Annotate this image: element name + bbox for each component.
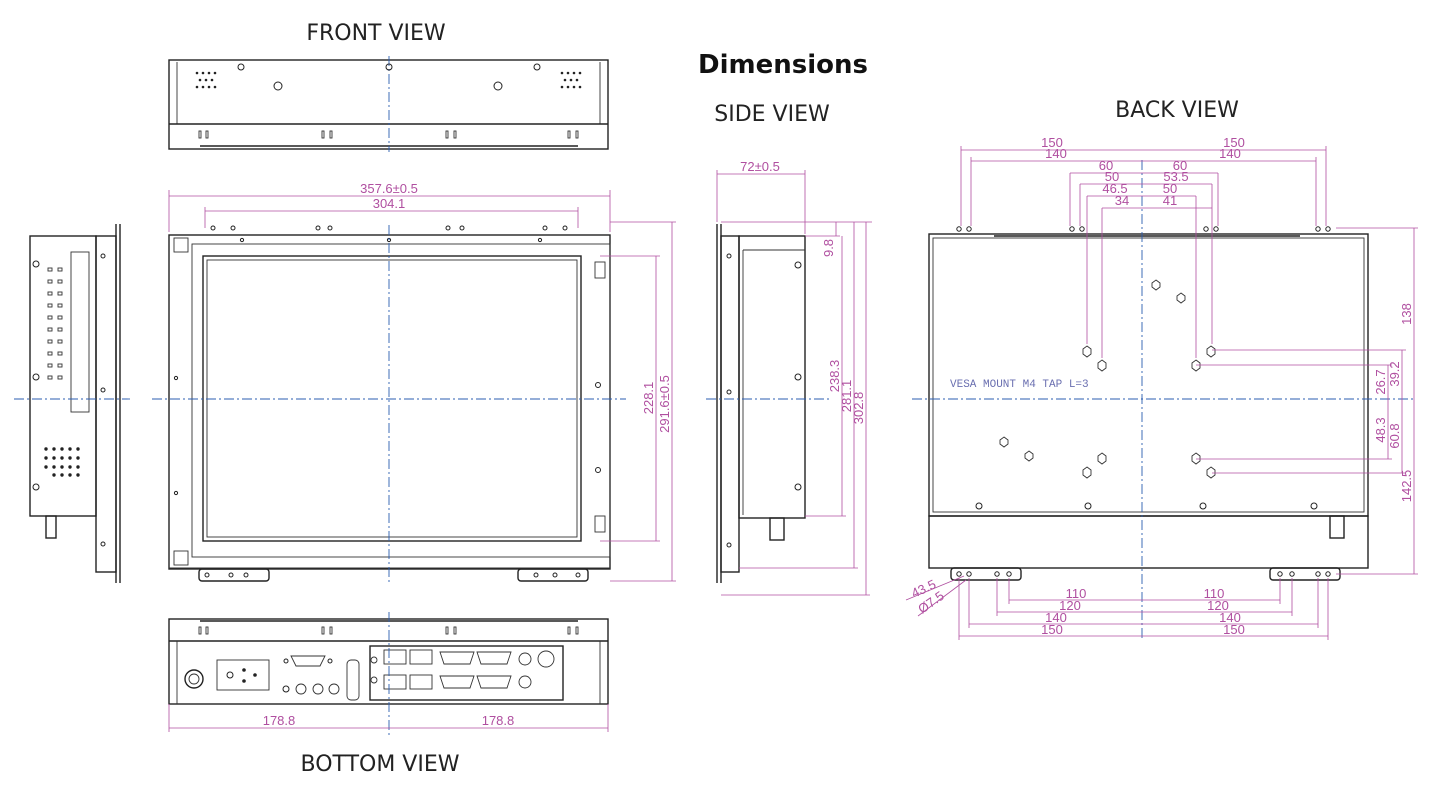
- dim-back-v48: 48.3: [1373, 417, 1388, 442]
- dim-back-v142: 142.5: [1399, 470, 1414, 503]
- side-view-label: SIDE VIEW: [714, 102, 830, 127]
- dim-front-h2: 291.6±0.5: [657, 375, 672, 433]
- dim-front-width: 357.6±0.5: [360, 181, 418, 196]
- dim-bottom-right: 178.8: [482, 713, 515, 728]
- dim-back-r50: 50: [1163, 181, 1177, 196]
- dim-back-b150r: 150: [1223, 622, 1245, 637]
- dim-back-top-left-150: 150: [1041, 135, 1063, 150]
- dim-front-h1: 228.1: [641, 382, 656, 415]
- dim-bottom-left: 178.8: [263, 713, 296, 728]
- dim-back-b120l: 120: [1059, 598, 1081, 613]
- bottom-view: 178.8 178.8: [168, 612, 609, 735]
- vesa-mount-note: VESA MOUNT M4 TAP L=3: [950, 379, 1089, 391]
- dim-back-b110r: 110: [1204, 586, 1225, 601]
- dim-back-r41: 41: [1163, 193, 1177, 208]
- dim-side-depth: 72±0.5: [740, 159, 780, 174]
- dim-back-l46: 46.5: [1102, 181, 1127, 196]
- dim-back-v60: 60.8: [1387, 423, 1402, 448]
- dim-back-l34: 34: [1115, 193, 1129, 208]
- front-view-top: [168, 56, 609, 152]
- dim-back-r53: 53.5: [1163, 169, 1188, 184]
- dimensions-title: Dimensions: [698, 50, 868, 80]
- dim-back-b110l: 110: [1066, 586, 1087, 601]
- dim-back-top-right-140: 140: [1219, 146, 1241, 161]
- side-view: 72±0.5 9.8 238.3 281.1 302.8: [706, 159, 872, 596]
- dim-side-d3: 281.1: [839, 380, 854, 413]
- dim-back-v26: 26.7: [1373, 369, 1388, 394]
- front-view-main: 357.6±0.5 304.1 228.1 291.6±0.5: [152, 181, 676, 585]
- dim-back-v39: 39.2: [1387, 361, 1402, 386]
- dim-back-v138: 138: [1399, 303, 1414, 325]
- dim-back-b140l: 140: [1045, 610, 1067, 625]
- dim-back-top-left-140: 140: [1045, 146, 1067, 161]
- left-side-view: [14, 224, 130, 583]
- dim-back-b150l: 150: [1041, 622, 1063, 637]
- dim-side-d1: 9.8: [821, 239, 836, 257]
- dim-front-bracket: 304.1: [373, 196, 406, 211]
- dim-side-d4: 302.8: [851, 392, 866, 425]
- back-view: VESA MOUNT M4 TAP L=3 150 150 140 140 60…: [905, 135, 1418, 640]
- bottom-view-label: BOTTOM VIEW: [301, 752, 460, 777]
- back-view-label: BACK VIEW: [1115, 98, 1239, 123]
- dim-back-l50: 50: [1105, 169, 1119, 184]
- front-view-label: FRONT VIEW: [306, 21, 446, 46]
- dim-back-b140r: 140: [1219, 610, 1241, 625]
- dim-back-b120r: 120: [1207, 598, 1229, 613]
- dim-back-top-right-150: 150: [1223, 135, 1245, 150]
- dim-back-r60: 60: [1173, 158, 1187, 173]
- dim-side-d2: 238.3: [827, 360, 842, 393]
- dim-back-l60: 60: [1099, 158, 1113, 173]
